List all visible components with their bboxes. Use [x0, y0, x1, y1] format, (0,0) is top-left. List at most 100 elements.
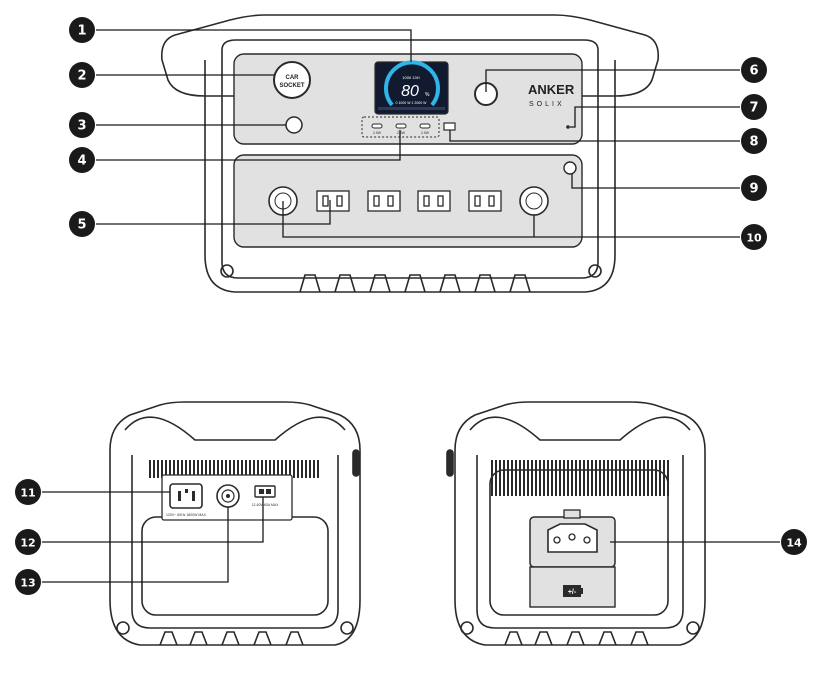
ac-input-port[interactable]	[169, 483, 203, 509]
callout-marker-2	[69, 62, 95, 88]
back-view	[109, 401, 361, 646]
battery-icon-tip	[581, 588, 583, 594]
leader-13	[42, 507, 229, 583]
usb-c-label-1: 2.5W	[373, 131, 382, 135]
expansion-pin-3	[583, 536, 591, 544]
callout-marker-14	[781, 529, 807, 555]
screen-bottom-text: 0 1000 W 1 2000 W	[396, 101, 428, 105]
battery-icon-label: +/-	[568, 589, 577, 596]
callout-number-7: 7	[749, 101, 758, 116]
callout-marker-11	[15, 479, 41, 505]
expansion-port[interactable]	[547, 523, 598, 553]
back-screw-right	[340, 621, 354, 635]
side-feet	[504, 631, 649, 646]
solar-pin-left	[259, 489, 264, 494]
solar-input-label: 12-60V 60A MAX	[252, 503, 280, 507]
front-handle	[160, 14, 660, 97]
car-socket-label-2: SOCKET	[279, 83, 304, 89]
screen-value: 80	[401, 83, 419, 100]
screen-ring	[384, 60, 440, 107]
usb-c-group	[361, 116, 440, 138]
ac-outlet-3[interactable]	[417, 190, 451, 212]
callout-marker-12	[15, 529, 41, 555]
callout-marker-9	[741, 175, 767, 201]
front-screw-left	[220, 264, 234, 278]
usb-c-port-1[interactable]	[371, 123, 383, 129]
callout-marker-5	[69, 211, 95, 237]
brand-logo: ANKER	[528, 82, 575, 97]
callout-marker-10	[741, 224, 767, 250]
leader-1	[96, 29, 412, 62]
back-body	[109, 401, 361, 646]
solar-input-port[interactable]	[254, 485, 276, 498]
screen-unit: %	[425, 92, 430, 98]
leader-8	[449, 130, 740, 142]
callout-marker-4	[69, 147, 95, 173]
callout-marker-6	[741, 57, 767, 83]
front-feet	[299, 274, 531, 293]
car-input-port-center	[226, 494, 230, 498]
side-body	[454, 401, 706, 646]
expansion-port-tab	[563, 509, 581, 519]
battery-icon	[563, 585, 581, 597]
side-handle-arch	[469, 416, 691, 441]
leader-5	[96, 200, 331, 225]
back-side-knob	[352, 449, 360, 477]
callout-marker-8	[741, 128, 767, 154]
ac-button-right[interactable]	[519, 186, 549, 216]
callout-number-10: 10	[746, 232, 762, 245]
back-feet	[159, 631, 304, 646]
ac-outlet-1[interactable]	[316, 190, 350, 212]
callout-number-8: 8	[749, 135, 758, 150]
side-grille	[491, 460, 669, 496]
callout-number-11: 11	[20, 487, 35, 500]
side-knob	[446, 449, 454, 477]
ac-outlets	[316, 190, 502, 212]
callout-marker-3	[69, 112, 95, 138]
callout-number-5: 5	[77, 218, 86, 233]
back-inner-outline	[131, 455, 339, 629]
front-view	[160, 14, 660, 293]
car-socket[interactable]	[273, 61, 311, 99]
leader-10	[282, 201, 740, 238]
callout-number-9: 9	[749, 182, 758, 197]
front-body	[204, 60, 616, 293]
light-button[interactable]	[285, 116, 303, 134]
ac-button-right-inner	[525, 192, 543, 210]
ac-input-pin-right	[192, 491, 195, 501]
usb-c-port-2[interactable]	[395, 123, 407, 129]
back-lower-panel	[141, 516, 329, 616]
callout-number-13: 13	[20, 577, 35, 590]
expansion-pin-1	[553, 536, 561, 544]
usb-a-port[interactable]	[443, 122, 456, 131]
callout-marker-7	[741, 94, 767, 120]
callout-marker-13	[15, 569, 41, 595]
usb-c-label-2: 2.5W	[397, 131, 406, 135]
callout-number-12: 12	[20, 537, 35, 550]
callout-marker-1	[69, 17, 95, 43]
callout-number-4: 4	[77, 154, 86, 169]
ac-outlet-4[interactable]	[468, 190, 502, 212]
side-inner-outline	[476, 455, 684, 629]
sub-brand-logo: SOLIX	[529, 101, 565, 108]
leader-lines	[42, 29, 780, 583]
ac-input-label: 120V~ 60Hz 1800W MAX	[166, 513, 207, 517]
expansion-pin-2	[568, 533, 576, 541]
callout-number-1: 1	[77, 24, 86, 39]
ac-input-pin-center	[185, 489, 188, 493]
iot-reset-hole[interactable]	[566, 125, 570, 129]
ac-outlet-2[interactable]	[367, 190, 401, 212]
car-socket-label-1: CAR	[286, 75, 300, 81]
side-screw-left	[460, 621, 474, 635]
ac-indicator	[563, 161, 577, 175]
screen-status-bar	[378, 107, 445, 110]
leader-9	[571, 174, 740, 189]
screen-top-text: 1000 13H	[402, 75, 419, 80]
usb-c-port-3[interactable]	[419, 123, 431, 129]
ac-input-pin-left	[178, 491, 181, 501]
solar-pin-right	[266, 489, 271, 494]
leader-7	[570, 106, 740, 128]
callout-number-14: 14	[786, 537, 802, 550]
